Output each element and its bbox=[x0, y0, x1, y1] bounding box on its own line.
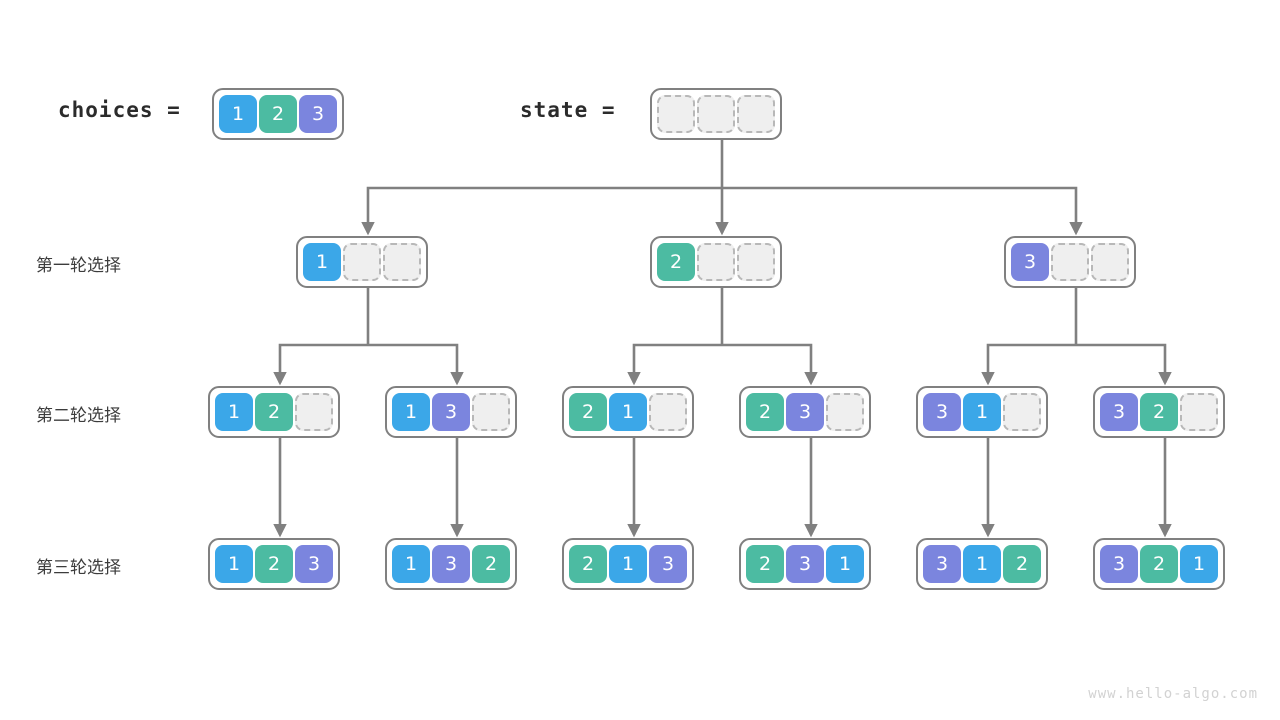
choices-cell-2: 3 bbox=[299, 95, 337, 133]
choices-label: choices = bbox=[58, 98, 181, 122]
r2n5-cell-1: 1 bbox=[963, 393, 1001, 431]
r3n1-cell-2: 3 bbox=[295, 545, 333, 583]
r3n3-cell-1: 1 bbox=[609, 545, 647, 583]
r1n2-cell-1 bbox=[697, 243, 735, 281]
r3n3-cell-0: 2 bbox=[569, 545, 607, 583]
r1n3-cell-2 bbox=[1091, 243, 1129, 281]
state-cell-0 bbox=[657, 95, 695, 133]
r3n1-cell-0: 1 bbox=[215, 545, 253, 583]
r2n4-cell-2 bbox=[826, 393, 864, 431]
r2n5-cell-0: 3 bbox=[923, 393, 961, 431]
row-label-round2: 第二轮选择 bbox=[36, 406, 121, 426]
r3n3-cell-2: 3 bbox=[649, 545, 687, 583]
r1n3-cell-1 bbox=[1051, 243, 1089, 281]
r2n6-cell-0: 3 bbox=[1100, 393, 1138, 431]
r2n3-cell-0: 2 bbox=[569, 393, 607, 431]
r2n6-cell-2 bbox=[1180, 393, 1218, 431]
r3n1-cell-1: 2 bbox=[255, 545, 293, 583]
choices-cell-0: 1 bbox=[219, 95, 257, 133]
r3n6-cell-1: 2 bbox=[1140, 545, 1178, 583]
r1n1-cell-1 bbox=[343, 243, 381, 281]
r3n6-cell-2: 1 bbox=[1180, 545, 1218, 583]
r3n6-cell-0: 3 bbox=[1100, 545, 1138, 583]
r3n5-cell-0: 3 bbox=[923, 545, 961, 583]
r2n1-cell-0: 1 bbox=[215, 393, 253, 431]
r3n4-cell-0: 2 bbox=[746, 545, 784, 583]
state-cell-1 bbox=[697, 95, 735, 133]
r1n1-cell-2 bbox=[383, 243, 421, 281]
watermark: www.hello-algo.com bbox=[1088, 686, 1258, 702]
row-label-round3: 第三轮选择 bbox=[36, 558, 121, 578]
r2n3-cell-2 bbox=[649, 393, 687, 431]
r3n5-cell-1: 1 bbox=[963, 545, 1001, 583]
r3n2-cell-2: 2 bbox=[472, 545, 510, 583]
state-node-r1n1: 1 bbox=[296, 236, 428, 288]
r3n4-cell-1: 3 bbox=[786, 545, 824, 583]
r2n6-cell-1: 2 bbox=[1140, 393, 1178, 431]
row-label-round1: 第一轮选择 bbox=[36, 256, 121, 276]
choices-cell-1: 2 bbox=[259, 95, 297, 133]
r2n1-cell-1: 2 bbox=[255, 393, 293, 431]
r2n3-cell-1: 1 bbox=[609, 393, 647, 431]
r1n2-cell-0: 2 bbox=[657, 243, 695, 281]
r1n3-cell-0: 3 bbox=[1011, 243, 1049, 281]
r2n1-cell-2 bbox=[295, 393, 333, 431]
state-cell-2 bbox=[737, 95, 775, 133]
r2n2-cell-2 bbox=[472, 393, 510, 431]
state-array bbox=[650, 88, 782, 140]
r3n2-cell-0: 1 bbox=[392, 545, 430, 583]
r2n4-cell-1: 3 bbox=[786, 393, 824, 431]
r2n4-cell-0: 2 bbox=[746, 393, 784, 431]
r2n5-cell-2 bbox=[1003, 393, 1041, 431]
state-node-r1n3: 3 bbox=[1004, 236, 1136, 288]
r3n5-cell-2: 2 bbox=[1003, 545, 1041, 583]
r1n1-cell-0: 1 bbox=[303, 243, 341, 281]
r3n2-cell-1: 3 bbox=[432, 545, 470, 583]
r3n4-cell-2: 1 bbox=[826, 545, 864, 583]
r2n2-cell-0: 1 bbox=[392, 393, 430, 431]
r1n2-cell-2 bbox=[737, 243, 775, 281]
state-label: state = bbox=[520, 98, 616, 122]
state-node-r1n2: 2 bbox=[650, 236, 782, 288]
r2n2-cell-1: 3 bbox=[432, 393, 470, 431]
